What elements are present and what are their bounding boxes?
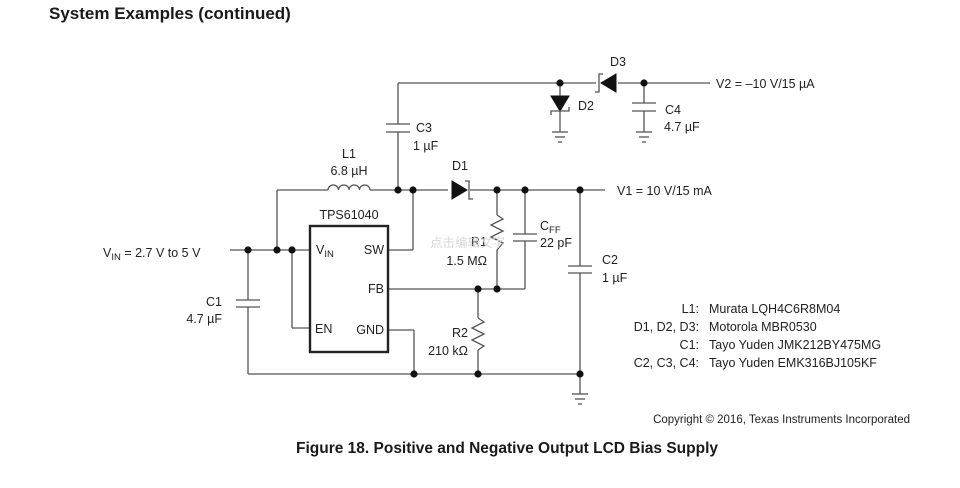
junction-dot xyxy=(394,186,402,194)
v1-label: V1 = 10 V/15 mA xyxy=(617,184,713,198)
diode-symbol xyxy=(451,180,468,200)
bom-part: Tayo Yuden EMK316BJ105KF xyxy=(709,356,877,370)
diode-d3: D3 xyxy=(595,55,626,93)
c1-value: 4.7 µF xyxy=(186,312,222,326)
c3-ref: C3 xyxy=(416,121,432,135)
capacitor-c3: C3 1 µF xyxy=(386,121,439,153)
cff-ref: CFF xyxy=(540,219,561,236)
resistor-r2: R2 210 kΩ xyxy=(428,317,486,358)
junction-dot xyxy=(474,285,482,293)
junction-dot xyxy=(521,186,529,194)
c1-ref: C1 xyxy=(206,295,222,309)
r2-ref: R2 xyxy=(452,326,468,340)
diode-d2: D2 xyxy=(550,95,594,115)
c2-ref: C2 xyxy=(602,253,618,267)
inductor-l1: L1 6.8 µH xyxy=(327,147,371,191)
watermark: 点击编辑文字 xyxy=(430,235,505,250)
resistor-r1: R1 1.5 MΩ xyxy=(446,214,505,268)
vin-label: VIN = 2.7 V to 5 V xyxy=(103,246,201,263)
junction-dot xyxy=(556,79,564,87)
ground-main xyxy=(572,393,588,405)
junction-dot xyxy=(576,186,584,194)
junction-dot xyxy=(493,186,501,194)
junction-dot xyxy=(493,285,501,293)
bom-part: Tayo Yuden JMK212BY475MG xyxy=(709,338,881,352)
bom-ref: D1, D2, D3: xyxy=(634,320,699,334)
diode-symbol xyxy=(550,95,570,112)
junction-dot xyxy=(640,79,648,87)
r1-ref: R1 xyxy=(471,235,487,249)
bom-ref: C1: xyxy=(680,338,699,352)
ground-d2 xyxy=(552,131,568,143)
capacitor-c1: C1 4.7 µF xyxy=(186,295,260,326)
l1-value: 6.8 µH xyxy=(330,164,367,178)
bom-part: Murata LQH4C6R8M04 xyxy=(709,302,840,316)
ic-tps61040: TPS61040 VIN SW FB EN GND xyxy=(308,208,390,354)
r1-value: 1.5 MΩ xyxy=(446,254,487,268)
d3-ref: D3 xyxy=(610,55,626,69)
diode-d1: D1 xyxy=(451,159,473,200)
schottky-bar xyxy=(465,180,473,200)
r2-value: 210 kΩ xyxy=(428,344,468,358)
inductor-symbol xyxy=(327,184,371,191)
capacitor-c4: C4 4.7 µF xyxy=(632,102,700,134)
figure-caption: Figure 18. Positive and Negative Output … xyxy=(295,440,719,457)
pin-gnd-label: GND xyxy=(356,323,384,337)
ic-name: TPS61040 xyxy=(319,208,378,222)
junction-dot xyxy=(474,370,482,378)
c3-value: 1 µF xyxy=(413,139,439,153)
junction-dot xyxy=(410,370,418,378)
junction-dot xyxy=(409,186,417,194)
bom-list: L1: Murata LQH4C6R8M04 D1, D2, D3: Motor… xyxy=(634,302,881,370)
v2-label: V2 = –10 V/15 µA xyxy=(716,77,815,91)
resistor-symbol xyxy=(470,317,486,351)
section-title: System Examples (continued) xyxy=(49,4,291,23)
capacitor-c2: C2 1 µF xyxy=(568,253,628,285)
bom-ref: C2, C3, C4: xyxy=(634,356,699,370)
pin-sw-label: SW xyxy=(364,243,384,257)
d1-ref: D1 xyxy=(452,159,468,173)
pin-en-label: EN xyxy=(315,322,332,336)
bom-ref: L1: xyxy=(682,302,699,316)
ic-body xyxy=(308,224,390,354)
copyright: Copyright © 2016, Texas Instruments Inco… xyxy=(653,414,910,426)
schottky-bar xyxy=(550,107,570,115)
l1-ref: L1 xyxy=(342,147,356,161)
cff-value: 22 pF xyxy=(540,236,572,250)
d2-ref: D2 xyxy=(578,99,594,113)
junction-dot xyxy=(288,246,296,254)
c2-value: 1 µF xyxy=(602,271,628,285)
c4-value: 4.7 µF xyxy=(664,120,700,134)
pin-vin-label: VIN xyxy=(316,243,334,260)
junction-dot xyxy=(273,246,281,254)
junction-dot xyxy=(576,370,584,378)
diode-symbol xyxy=(600,73,617,93)
bom-part: Motorola MBR0530 xyxy=(709,320,817,334)
junctions xyxy=(244,79,648,378)
c4-ref: C4 xyxy=(665,103,681,117)
pin-fb-label: FB xyxy=(368,282,384,296)
resistor-symbol xyxy=(489,214,505,251)
capacitor-cff: CFF 22 pF xyxy=(513,219,572,250)
junction-dot xyxy=(244,246,252,254)
ground-c4 xyxy=(636,131,652,143)
schottky-bar xyxy=(595,73,603,93)
